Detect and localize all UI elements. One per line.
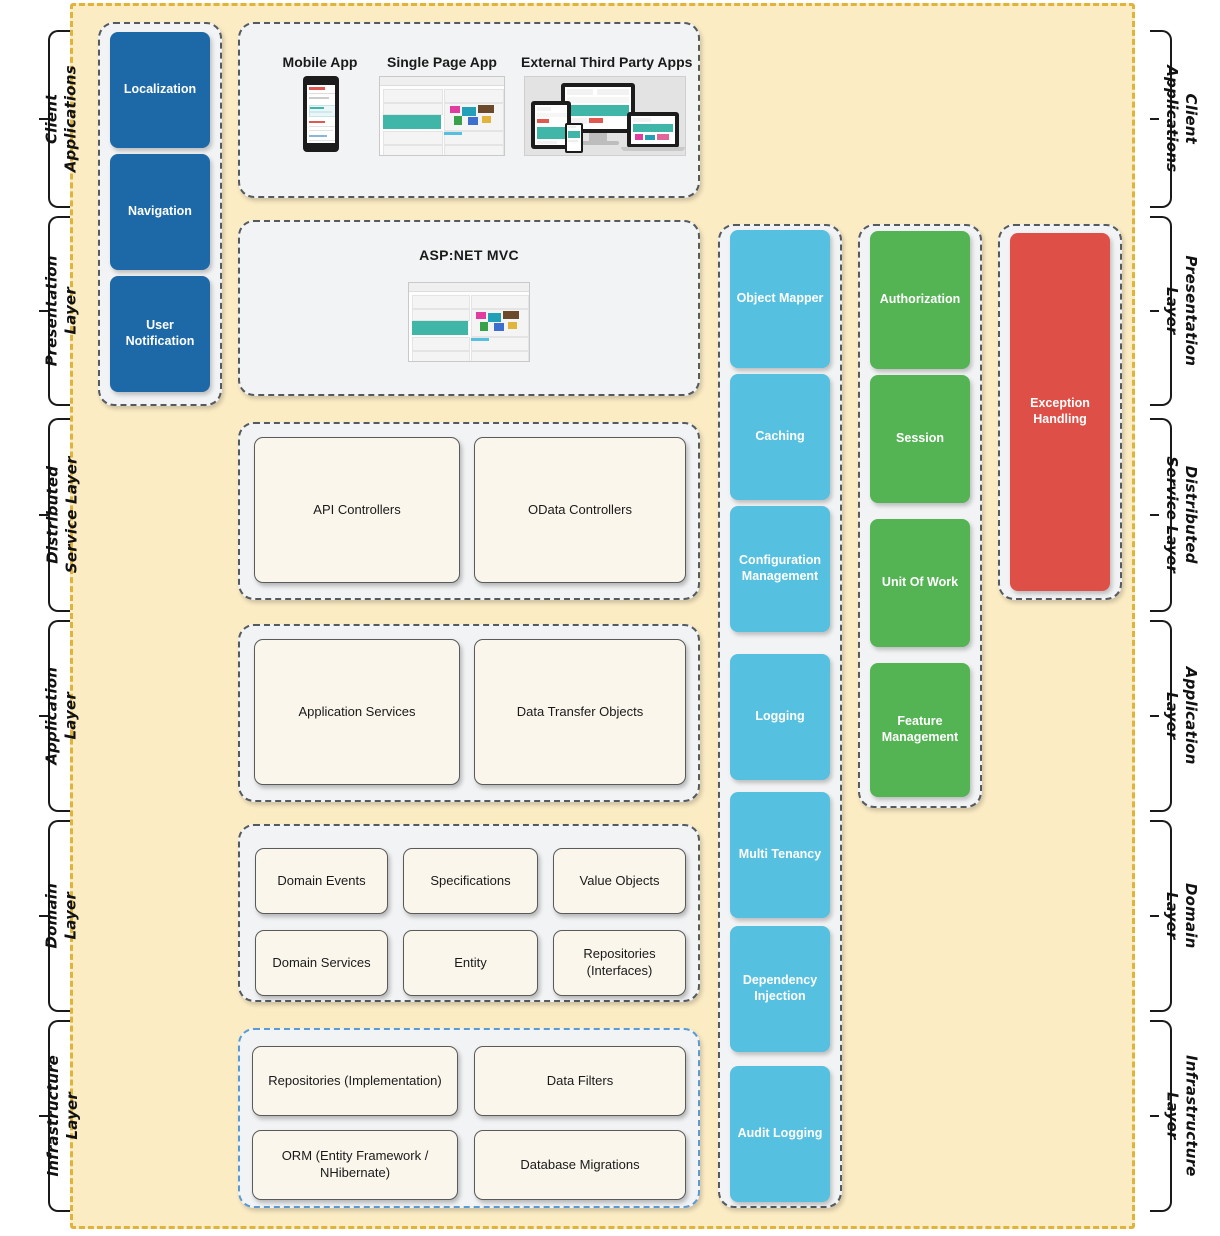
- chip-caching[interactable]: Caching: [730, 374, 830, 500]
- chip-logging[interactable]: Logging: [730, 654, 830, 780]
- left-brace-label: Client Applications: [42, 65, 79, 173]
- browser-dashboard-mockup-icon: [408, 282, 530, 362]
- card-value-objects[interactable]: Value Objects: [553, 848, 686, 914]
- chip-navigation[interactable]: Navigation: [110, 154, 210, 270]
- chip-user-notification[interactable]: User Notification: [110, 276, 210, 392]
- browser-dashboard-mockup-icon: [379, 76, 505, 156]
- card-repositories-implementation[interactable]: Repositories (Implementation): [252, 1046, 458, 1116]
- multi-device-mockup-icon: [524, 76, 686, 156]
- card-orm[interactable]: ORM (Entity Framework / NHibernate): [252, 1130, 458, 1200]
- left-brace-label: Distributed Service Layer: [43, 456, 80, 574]
- phone-mockup-icon: [303, 76, 339, 152]
- client-app-label-mobile: Mobile App: [282, 54, 358, 70]
- chip-authorization[interactable]: Authorization: [870, 231, 970, 369]
- card-odata-controllers[interactable]: OData Controllers: [474, 437, 686, 583]
- card-specifications[interactable]: Specifications: [403, 848, 538, 914]
- card-entity[interactable]: Entity: [403, 930, 538, 996]
- chip-localization[interactable]: Localization: [110, 32, 210, 148]
- card-repositories-interfaces[interactable]: Repositories (Interfaces): [553, 930, 686, 996]
- card-domain-events[interactable]: Domain Events: [255, 848, 388, 914]
- right-brace-label: Client Applications: [1163, 65, 1200, 173]
- card-data-transfer-objects[interactable]: Data Transfer Objects: [474, 639, 686, 785]
- left-brace-label: Domain Layer: [42, 882, 79, 949]
- left-brace-label: Presentation Layer: [42, 255, 79, 367]
- chip-unit-of-work[interactable]: Unit Of Work: [870, 519, 970, 647]
- right-brace-label: Domain Layer: [1163, 882, 1200, 949]
- left-brace-label: Application Layer: [42, 666, 79, 765]
- card-data-filters[interactable]: Data Filters: [474, 1046, 686, 1116]
- presentation-layer-title: ASP:NET MVC: [419, 247, 519, 263]
- chip-dependency-injection[interactable]: Dependency Injection: [730, 926, 830, 1052]
- card-application-services[interactable]: Application Services: [254, 639, 460, 785]
- client-app-label-spa: Single Page App: [387, 54, 497, 70]
- left-brace-label: Infrastructure Layer: [43, 1054, 81, 1177]
- right-brace-label: Application Layer: [1163, 666, 1200, 765]
- chip-exception-handling[interactable]: Exception Handling: [1010, 233, 1110, 591]
- right-brace-label: Presentation Layer: [1163, 255, 1200, 367]
- chip-multi-tenancy[interactable]: Multi Tenancy: [730, 792, 830, 918]
- card-api-controllers[interactable]: API Controllers: [254, 437, 460, 583]
- chip-object-mapper[interactable]: Object Mapper: [730, 230, 830, 368]
- chip-audit-logging[interactable]: Audit Logging: [730, 1066, 830, 1202]
- chip-feature-management[interactable]: Feature Management: [870, 663, 970, 797]
- chip-session[interactable]: Session: [870, 375, 970, 503]
- client-app-label-external: External Third Party Apps: [521, 54, 693, 70]
- right-brace-label: Distributed Service Layer: [1163, 456, 1200, 574]
- card-database-migrations[interactable]: Database Migrations: [474, 1130, 686, 1200]
- chip-configuration-management[interactable]: Configuration Management: [730, 506, 830, 632]
- card-domain-services[interactable]: Domain Services: [255, 930, 388, 996]
- right-brace-label: Infrastructure Layer: [1163, 1054, 1201, 1177]
